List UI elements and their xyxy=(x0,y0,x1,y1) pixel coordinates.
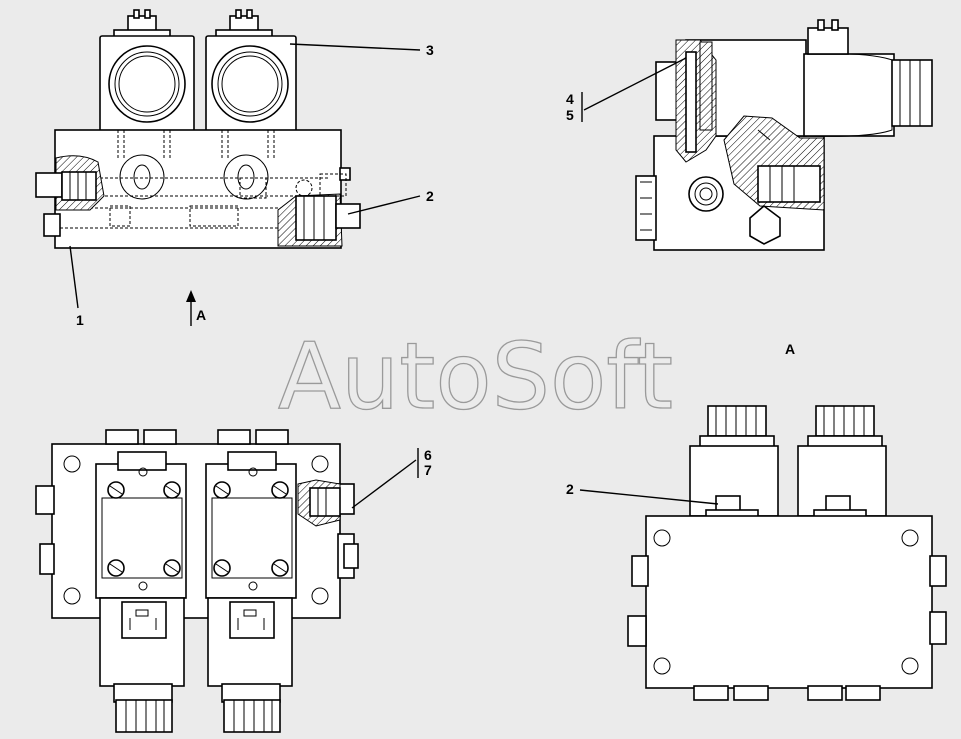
solenoid-coil-right xyxy=(205,9,297,133)
leader-2-view-a xyxy=(579,489,719,505)
leader-2 xyxy=(347,195,421,215)
solenoid-coil-left xyxy=(99,9,195,133)
callout-5: 5 xyxy=(566,107,574,123)
view-a xyxy=(627,405,947,701)
leader-4-5 xyxy=(583,57,687,111)
front-view xyxy=(35,9,361,249)
top-view xyxy=(35,429,359,733)
view-direction-letter: A xyxy=(196,307,206,323)
side-section-view xyxy=(635,19,933,251)
view-a-title: A xyxy=(785,341,795,357)
watermark: AutoSoft xyxy=(278,323,673,430)
callout-6: 6 xyxy=(424,447,432,463)
callout-2-view-a: 2 xyxy=(566,481,574,497)
callout-3: 3 xyxy=(426,42,434,58)
hidden-passages xyxy=(60,130,330,229)
leader-6-7 xyxy=(351,459,417,509)
callout-1: 1 xyxy=(76,312,84,328)
callout-7: 7 xyxy=(424,462,432,478)
callout-2: 2 xyxy=(426,188,434,204)
leader-3 xyxy=(289,43,421,51)
callout-4: 4 xyxy=(566,91,574,107)
view-direction-arrow xyxy=(186,290,196,326)
leader-1 xyxy=(69,245,79,309)
